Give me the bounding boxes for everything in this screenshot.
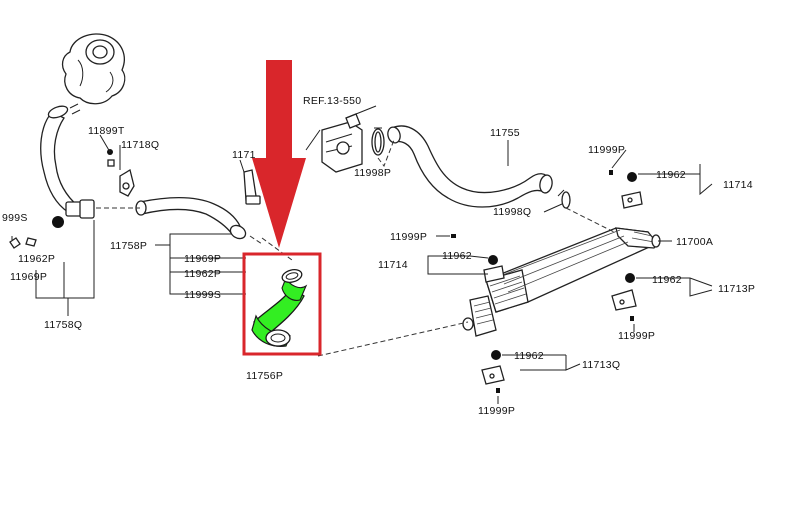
label-11756P: 11756P bbox=[246, 370, 283, 382]
label-11962-bottom: 11962 bbox=[514, 350, 544, 362]
turbocharger-part bbox=[61, 33, 126, 105]
red-arrow bbox=[252, 60, 306, 248]
label-11999P-top: 11999P bbox=[588, 144, 625, 156]
label-999S: 999S bbox=[2, 212, 28, 224]
brackets-right bbox=[451, 170, 643, 393]
throttle-body-part bbox=[321, 113, 363, 173]
label-11962P-left: 11962P bbox=[18, 253, 55, 265]
part-labels: REF.13-550 11899T 11718Q 1171 999S 11962… bbox=[2, 95, 755, 417]
label-11999P-right: 11999P bbox=[618, 330, 655, 342]
label-ref-13-550: REF.13-550 bbox=[303, 95, 361, 107]
clamp-11998P bbox=[371, 127, 385, 156]
leader-lines bbox=[11, 105, 713, 404]
intake-pipe-middle bbox=[135, 169, 261, 240]
label-11714-mid: 11714 bbox=[378, 259, 408, 271]
label-1171x: 1171 bbox=[232, 149, 256, 161]
label-11969P: 11969P bbox=[184, 253, 221, 265]
connection-lines bbox=[96, 139, 615, 357]
label-11758P: 11758P bbox=[110, 240, 147, 252]
label-11962-right: 11962 bbox=[652, 274, 682, 286]
label-11962-top: 11962 bbox=[656, 169, 686, 181]
label-11718Q: 11718Q bbox=[121, 139, 159, 151]
intercooler-part bbox=[462, 227, 661, 337]
label-11998P: 11998P bbox=[354, 167, 391, 179]
label-11962P: 11962P bbox=[184, 268, 221, 280]
label-11962-mid: 11962 bbox=[442, 250, 472, 262]
highlight-box bbox=[242, 252, 322, 356]
label-11899T: 11899T bbox=[88, 125, 125, 137]
label-11700A: 11700A bbox=[676, 236, 713, 248]
label-11999P-mid: 11999P bbox=[390, 231, 427, 243]
label-11713Q: 11713Q bbox=[582, 359, 620, 371]
label-11999P-bottom: 11999P bbox=[478, 405, 515, 417]
highlighted-hose-11756P bbox=[251, 269, 308, 347]
left-small-parts bbox=[9, 149, 135, 249]
label-11755: 11755 bbox=[490, 127, 520, 139]
clamp-11998Q bbox=[557, 189, 571, 209]
intake-pipe-left bbox=[40, 103, 95, 219]
label-11998Q: 11998Q bbox=[493, 206, 531, 218]
label-11758Q: 11758Q bbox=[44, 319, 82, 331]
label-11713P: 11713P bbox=[718, 283, 755, 295]
label-11969P-left: 11969P bbox=[10, 271, 47, 283]
label-11714-right: 11714 bbox=[723, 179, 753, 191]
hose-11755 bbox=[387, 125, 553, 208]
label-11999S: 11999S bbox=[184, 289, 221, 301]
